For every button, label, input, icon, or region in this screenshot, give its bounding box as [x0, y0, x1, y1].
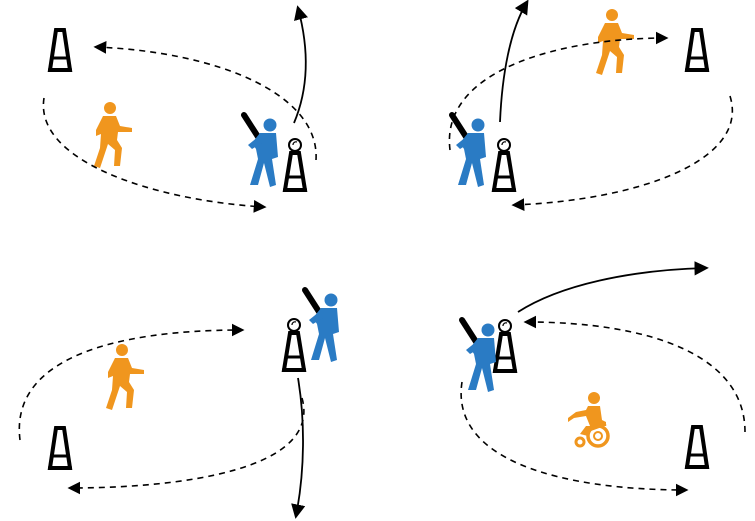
- run-path-dashed: [93, 41, 317, 161]
- run-path-dashed: [511, 95, 733, 211]
- cone-icon: [683, 425, 711, 469]
- cone-icon: [46, 426, 74, 470]
- panel-bottom-left: [18, 290, 339, 519]
- hit-path-arrow: [517, 261, 709, 313]
- cone-icon: [683, 28, 711, 72]
- wheelchair-user-icon: [566, 390, 610, 448]
- run-path-dashed: [523, 315, 746, 433]
- ball-on-tee-icon: [490, 137, 518, 192]
- run-path-dashed: [460, 381, 689, 497]
- batter-icon: [452, 115, 486, 187]
- ball-on-tee-icon: [281, 137, 309, 192]
- ball-on-tee-icon: [280, 317, 308, 372]
- hit-path-arrow: [499, 0, 529, 123]
- fielder-icon: [94, 102, 132, 168]
- cone-icon: [46, 28, 74, 72]
- hit-path-arrow: [291, 377, 306, 519]
- run-path-dashed: [67, 397, 305, 495]
- fielder-icon: [596, 9, 634, 75]
- run-path-dashed: [18, 323, 245, 441]
- batter-icon: [244, 115, 278, 187]
- hit-path-arrow: [293, 5, 308, 124]
- panel-bottom-right: [460, 261, 746, 497]
- ball-on-tee-icon: [491, 318, 519, 373]
- panel-top-right: [448, 0, 733, 211]
- panel-top-left: [42, 5, 317, 213]
- run-path-dashed: [42, 97, 267, 213]
- batter-icon: [462, 320, 496, 392]
- batter-icon: [305, 290, 339, 362]
- fielder-icon: [106, 344, 144, 410]
